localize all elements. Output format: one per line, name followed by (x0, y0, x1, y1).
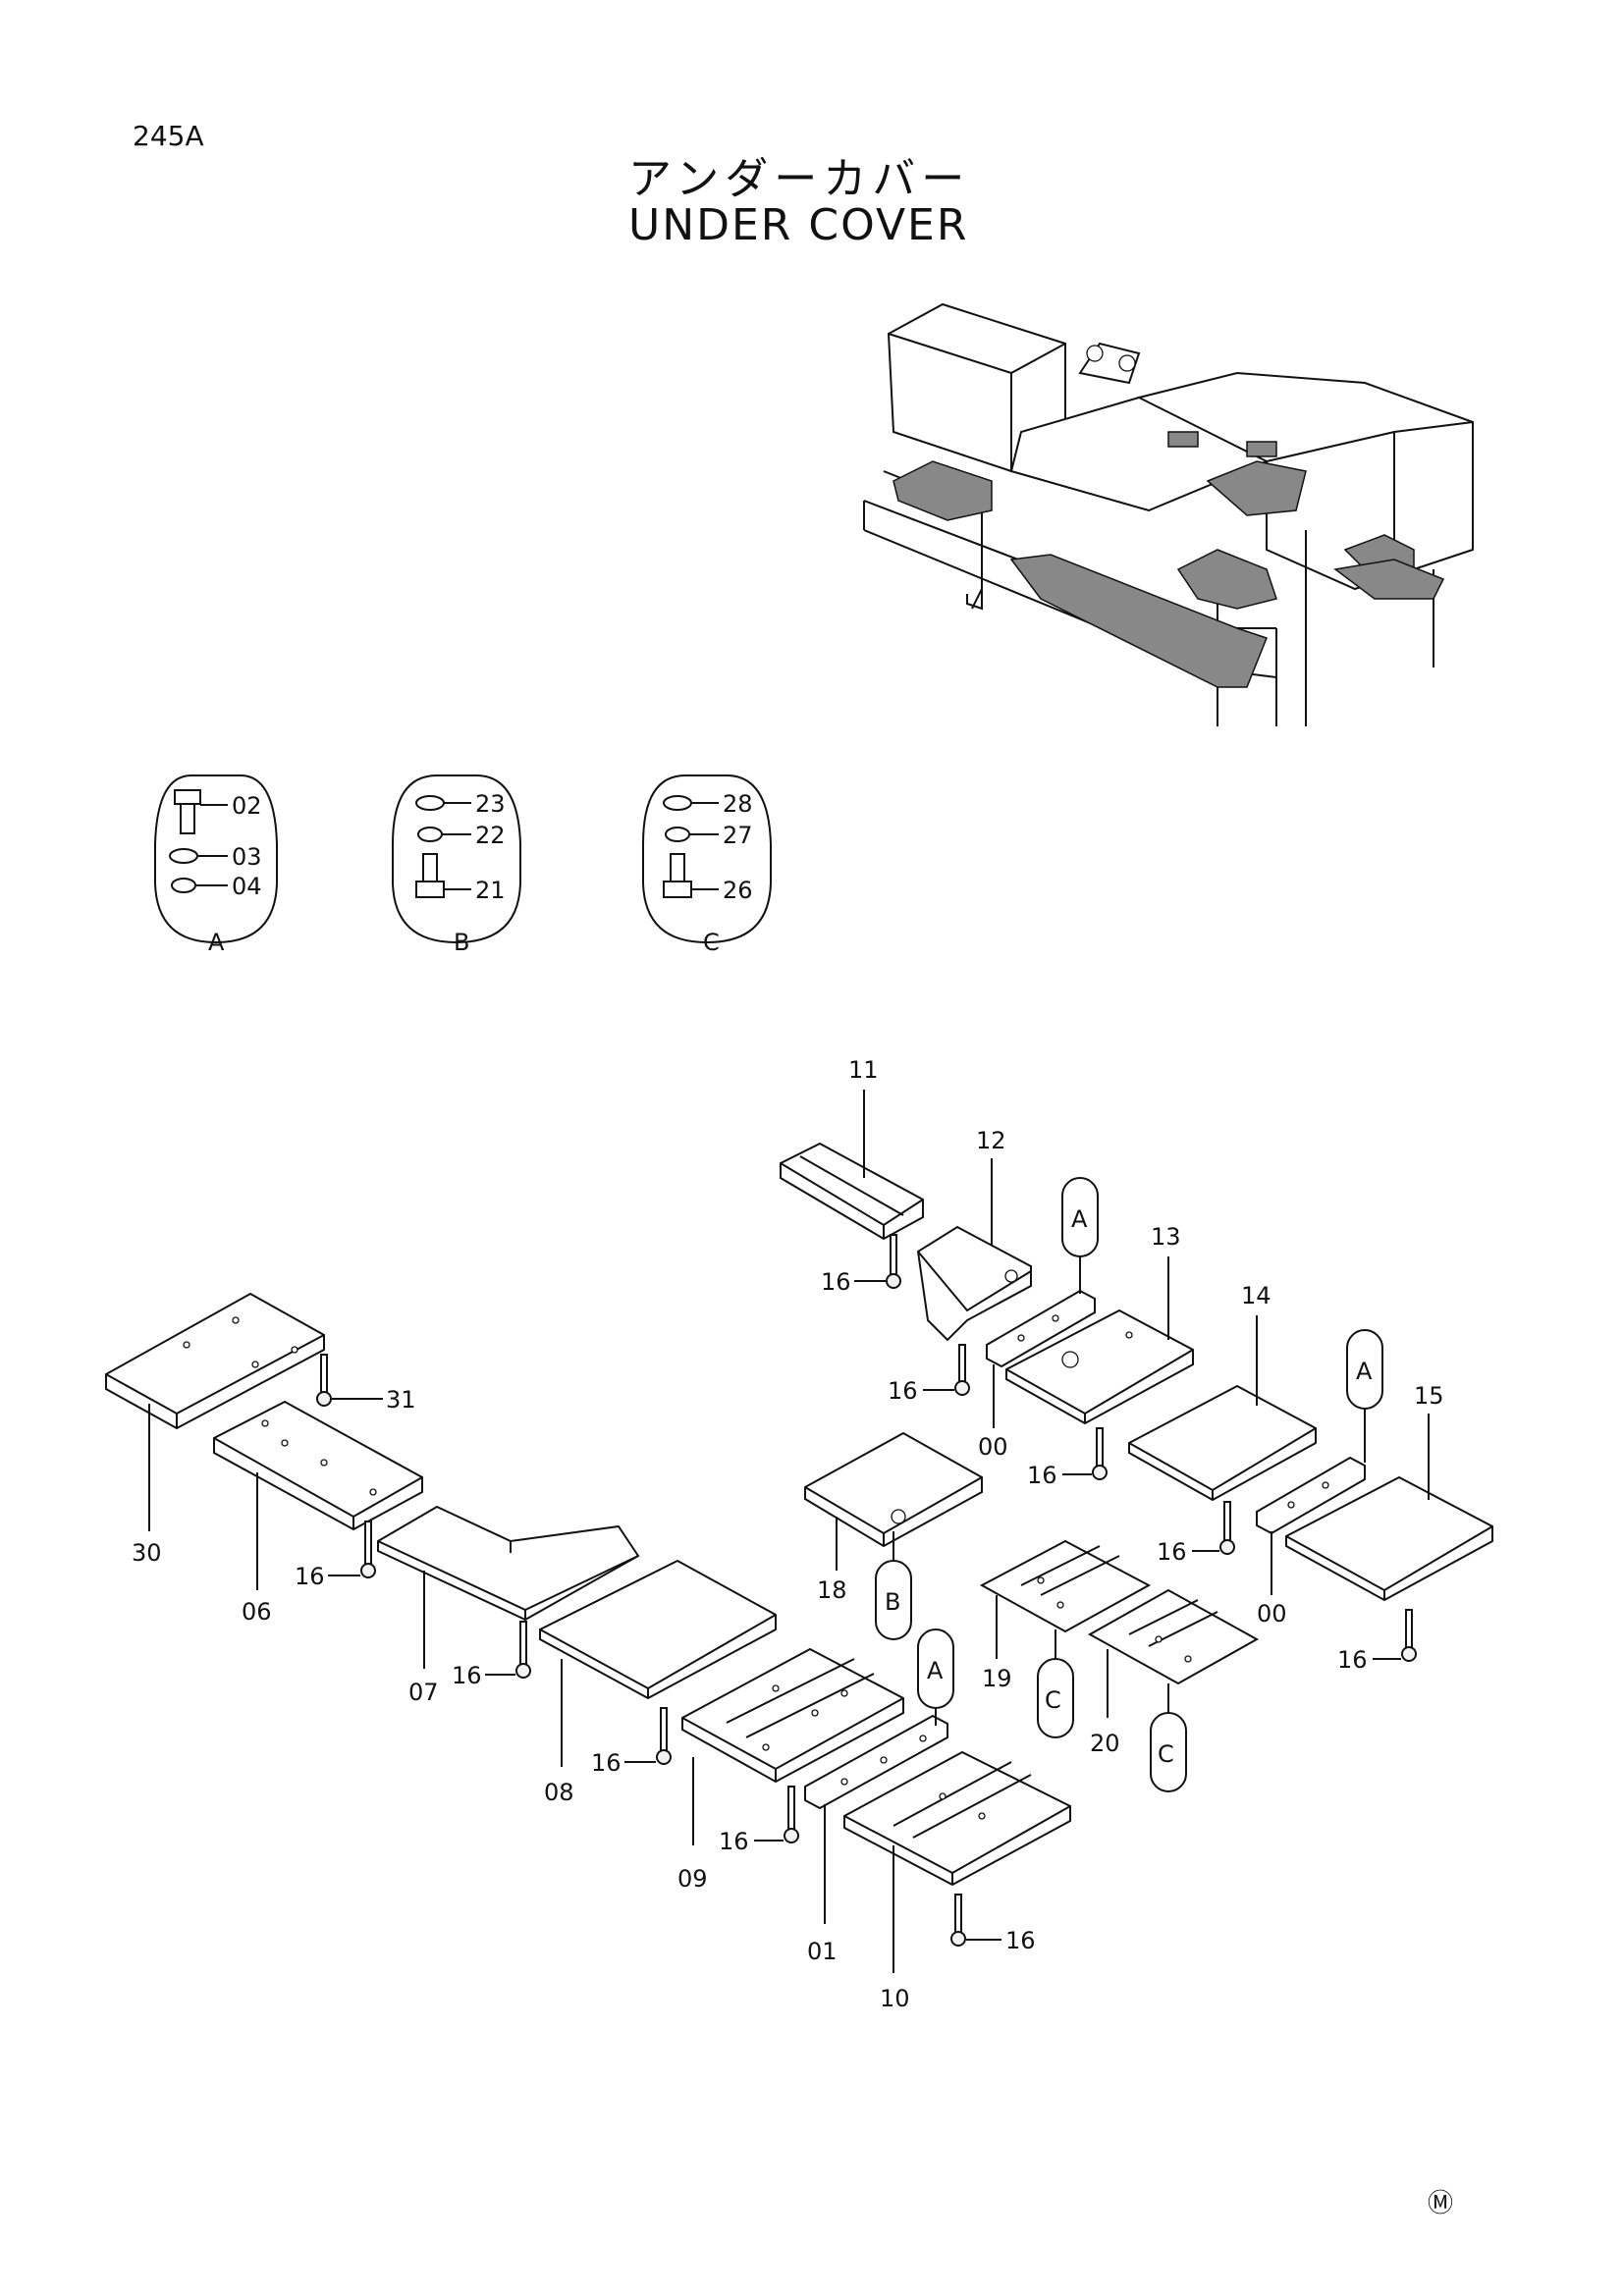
bolt-icon (656, 1749, 672, 1765)
cover-plate-30 (105, 1292, 325, 1430)
callout-30: 30 (132, 1539, 162, 1567)
callout-16: 16 (295, 1563, 325, 1590)
cover-plate-19 (979, 1539, 1152, 1633)
bolt-icon (784, 1828, 799, 1843)
part-label: 28 (723, 790, 753, 818)
cover-strip-00 (1256, 1456, 1366, 1535)
hardware-set-c: 28 27 26 C (642, 774, 772, 956)
callout-10: 10 (880, 1985, 910, 2012)
part-label: 22 (475, 822, 506, 849)
hardware-set-b: 23 22 21 B (392, 774, 521, 956)
machine-overview-illustration (863, 302, 1474, 726)
callout-01: 01 (807, 1938, 838, 1965)
callout-16: 16 (888, 1377, 918, 1405)
maker-mark: Ⓜ (1428, 2189, 1454, 2218)
title-japanese: アンダーカバー (628, 154, 971, 204)
part-label: 27 (723, 822, 753, 849)
callout-13: 13 (1151, 1223, 1181, 1251)
callout-16: 16 (452, 1662, 482, 1689)
set-letter: B (454, 929, 469, 956)
callout-07: 07 (408, 1679, 439, 1706)
cover-plate-09 (681, 1647, 904, 1784)
callout-09: 09 (677, 1865, 708, 1893)
cover-strip-01 (804, 1714, 948, 1810)
part-label: 23 (475, 790, 506, 818)
cover-plate-11 (780, 1142, 924, 1241)
cover-plate-14 (1128, 1384, 1317, 1502)
cover-plate-07 (377, 1505, 640, 1622)
title-english: UNDER COVER (628, 200, 969, 250)
hardware-set-a: 02 03 04 A (154, 774, 278, 956)
set-letter: A (208, 929, 225, 956)
callout-16: 16 (1157, 1538, 1187, 1566)
callout-12: 12 (976, 1127, 1006, 1154)
cover-plate-10 (843, 1750, 1071, 1887)
callout-00: 00 (978, 1433, 1008, 1461)
part-label: 02 (232, 792, 262, 820)
callout-18: 18 (817, 1576, 847, 1604)
callout-15: 15 (1414, 1382, 1444, 1410)
bolt-icon (954, 1380, 970, 1396)
callout-31: 31 (386, 1386, 416, 1414)
bolt-icon (886, 1273, 901, 1289)
callout-16: 16 (719, 1828, 749, 1855)
bolt-icon (316, 1354, 332, 1407)
callout-00: 00 (1257, 1600, 1287, 1628)
cover-plate-13 (1005, 1308, 1194, 1425)
set-letter: C (703, 929, 720, 956)
callout-16: 16 (1005, 1927, 1036, 1954)
callout-06: 06 (242, 1598, 272, 1626)
callout-19: 19 (982, 1665, 1012, 1692)
part-label: 03 (232, 843, 262, 871)
part-label: 21 (475, 877, 506, 904)
callout-16: 16 (821, 1268, 851, 1296)
page-code: 245A (133, 120, 204, 152)
bolt-icon (515, 1663, 531, 1679)
callout-16: 16 (1337, 1646, 1368, 1674)
cover-plate-18 (804, 1431, 983, 1548)
tag-letter: A (927, 1657, 944, 1684)
cover-plate-12 (916, 1225, 1032, 1342)
bolt-icon (950, 1931, 966, 1947)
tag-letter: C (1158, 1740, 1174, 1768)
part-label: 04 (232, 873, 262, 900)
tag-letter: B (885, 1588, 900, 1616)
part-label: 26 (723, 877, 753, 904)
cover-plate-06 (213, 1400, 423, 1531)
tag-letter: A (1071, 1205, 1088, 1233)
callout-20: 20 (1090, 1730, 1120, 1757)
bolt-icon (1092, 1465, 1108, 1480)
tag-letter: C (1045, 1686, 1061, 1714)
callout-08: 08 (544, 1779, 574, 1806)
cover-plate-20 (1087, 1588, 1260, 1685)
bolt-icon (1401, 1646, 1417, 1662)
tag-letter: A (1356, 1358, 1373, 1385)
bolt-icon (360, 1563, 376, 1578)
cover-plate-15 (1285, 1475, 1493, 1602)
callout-16: 16 (1027, 1462, 1057, 1489)
callout-16: 16 (591, 1749, 622, 1777)
callout-14: 14 (1241, 1282, 1271, 1309)
cover-plate-08 (539, 1559, 777, 1700)
callout-11: 11 (848, 1056, 879, 1084)
bolt-icon (1219, 1539, 1235, 1555)
